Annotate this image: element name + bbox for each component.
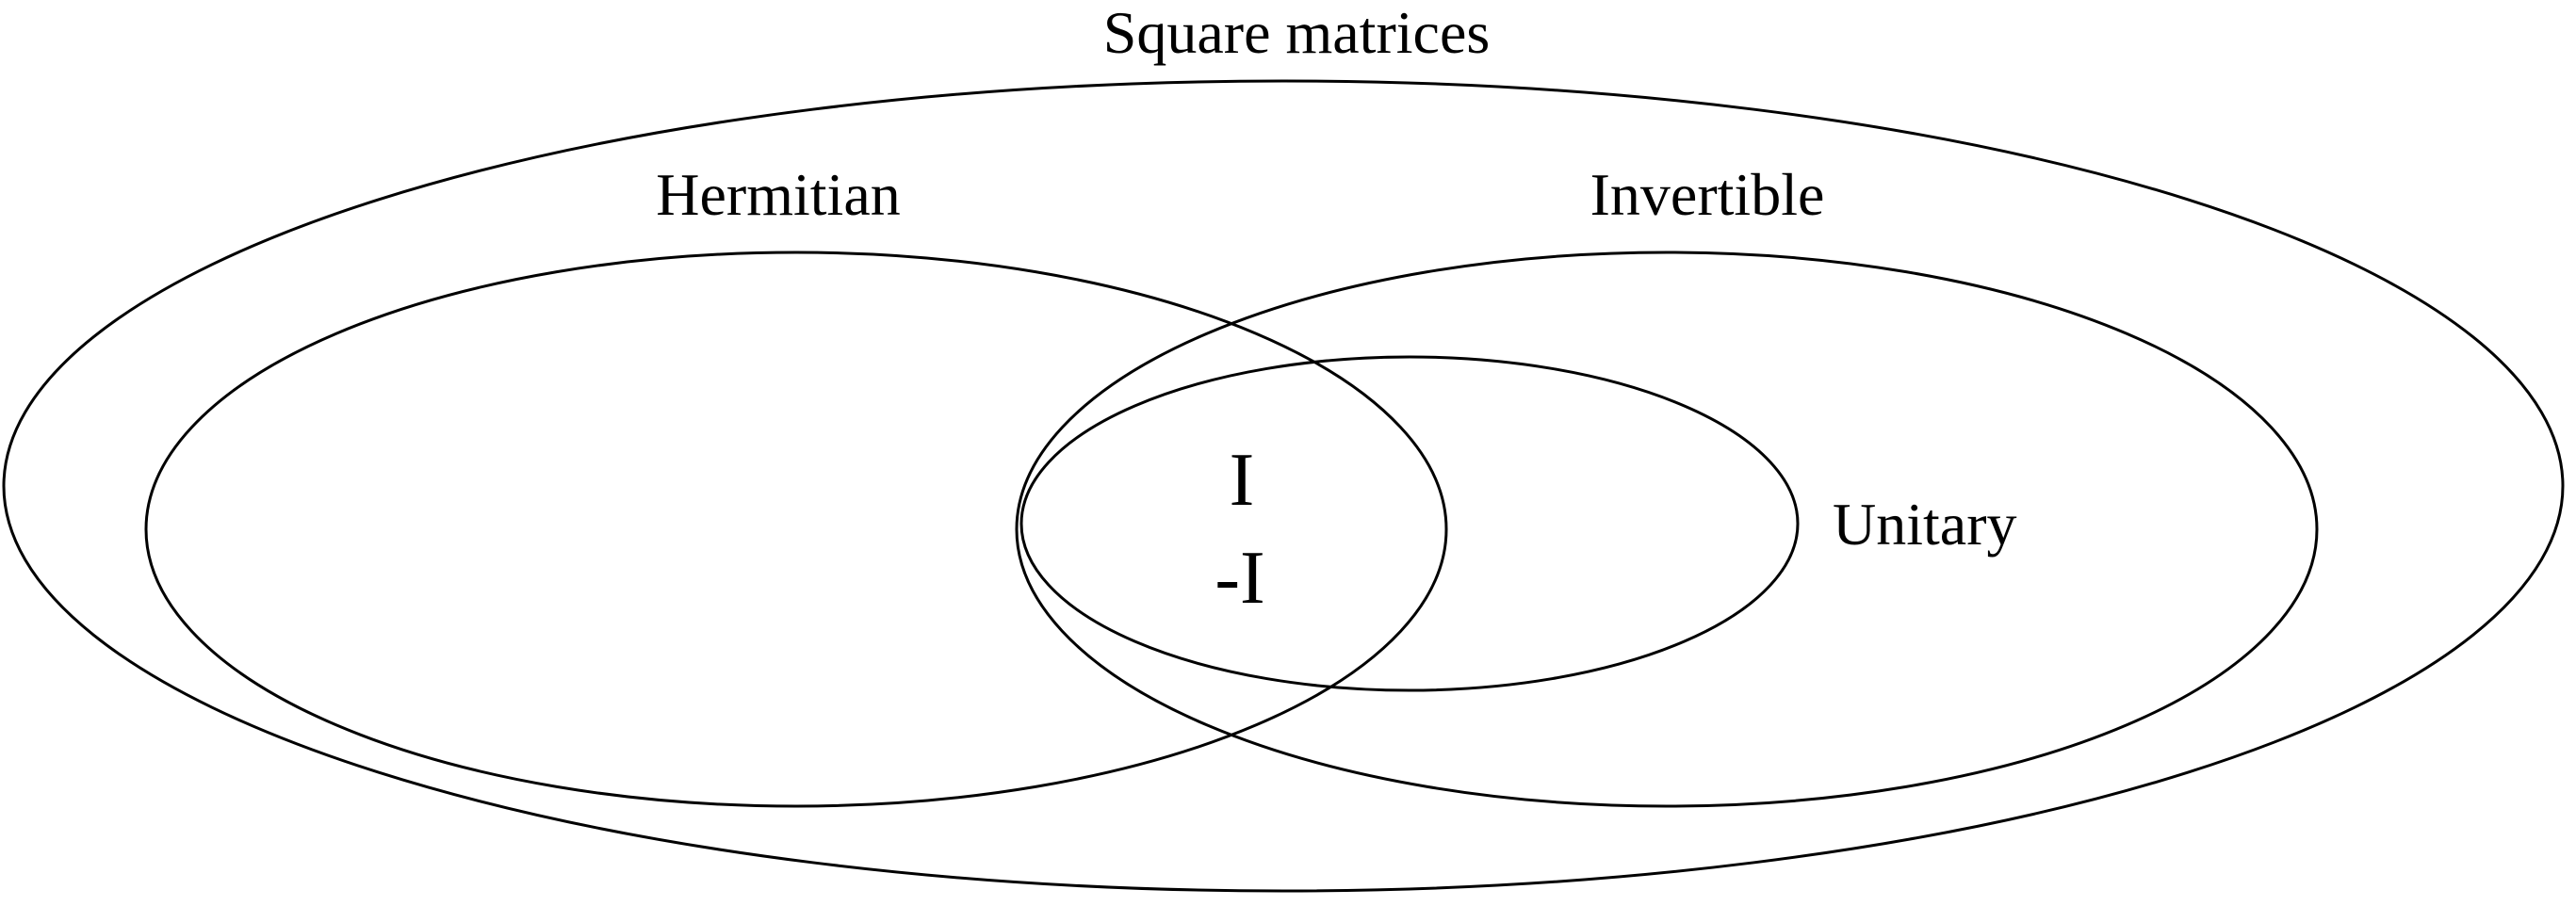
hermitian-label: Hermitian <box>656 161 900 228</box>
unitary-label: Unitary <box>1833 491 2017 558</box>
square-matrices-ellipse <box>2 79 2565 893</box>
invertible-label: Invertible <box>1590 161 1825 228</box>
hermitian-ellipse <box>144 251 1448 808</box>
invertible-ellipse <box>1015 251 2319 808</box>
unitary-ellipse <box>1019 355 1800 692</box>
identity-member-label: I <box>1230 439 1255 522</box>
square-matrices-label: Square matrices <box>1103 0 1491 66</box>
negative-identity-member-label: -I <box>1215 537 1264 620</box>
